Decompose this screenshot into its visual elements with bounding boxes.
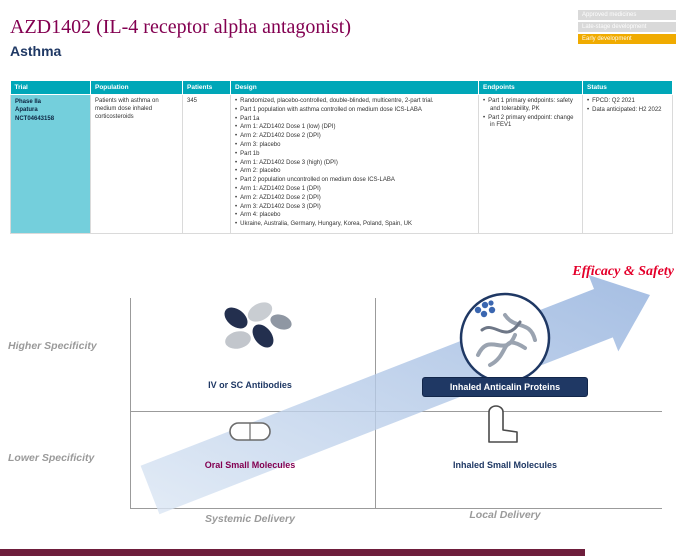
design-bullet: Part 2 population uncontrolled on medium… <box>235 177 448 185</box>
design-bullet: Arm 4: placebo <box>235 212 448 220</box>
footer-accent-bar <box>0 549 585 556</box>
specificity-delivery-diagram: Efficacy & Safety Higher Specificity Low… <box>0 260 682 538</box>
label-inhaled-small-molecules: Inhaled Small Molecules <box>452 459 558 470</box>
stage-legend: Approved medicines Late-stage developmen… <box>578 10 676 46</box>
design-bullet: Arm 2: AZD1402 Dose 2 (DPI) <box>235 133 448 141</box>
design-bullet: Ukraine, Australia, Germany, Hungary, Ko… <box>235 221 448 229</box>
legend-approved-medicines: Approved medicines <box>578 10 676 20</box>
diagram-canvas <box>130 274 662 515</box>
endpoints-bullet-list: Part 1 primary endpoints: safety and tol… <box>483 98 578 130</box>
col-header-patients: Patients <box>182 81 231 95</box>
design-bullet: Arm 3: placebo <box>235 142 448 150</box>
efficacy-safety-headline: Efficacy & Safety <box>572 263 674 279</box>
status-bullet-list: FPCD: Q2 2021Data anticipated: H2 2022 <box>587 98 668 115</box>
design-bullet: Randomized, placebo-controlled, double-b… <box>235 98 448 106</box>
status-bullet: Data anticipated: H2 2022 <box>587 107 668 115</box>
status-cell: FPCD: Q2 2021Data anticipated: H2 2022 <box>582 94 673 234</box>
capsule-icon <box>229 422 271 441</box>
label-iv-sc-antibodies: IV or SC Antibodies <box>208 379 292 390</box>
ligand-dots-icon <box>474 300 496 318</box>
design-bullet: Part 1 population with asthma controlled… <box>235 107 448 115</box>
label-inhaled-anticalin-proteins: Inhaled Anticalin Proteins <box>423 377 587 396</box>
status-bullet: FPCD: Q2 2021 <box>587 98 668 106</box>
patients-cell: 345 <box>182 94 231 234</box>
design-bullet: Arm 2: placebo <box>235 168 448 176</box>
design-bullet: Part 1a <box>235 116 448 124</box>
endpoint-bullet: Part 1 primary endpoints: safety and tol… <box>483 98 578 114</box>
axis-systemic-delivery: Systemic Delivery <box>205 512 295 525</box>
col-header-trial: Trial <box>10 81 91 95</box>
population-cell: Patients with asthma on medium dose inha… <box>90 94 183 234</box>
axis-higher-specificity: Higher Specificity <box>8 339 97 352</box>
endpoint-bullet: Part 2 primary endpoint: change in FEV1 <box>483 115 578 131</box>
col-header-population: Population <box>90 81 183 95</box>
slide-header: AZD1402 (IL-4 receptor alpha antagonist)… <box>0 0 682 59</box>
trial-nct-id: NCT04643158 <box>15 115 55 122</box>
table-header-row: Trial Population Patients Design Endpoin… <box>10 81 673 95</box>
design-bullet: Arm 1: AZD1402 Dose 3 (high) (DPI) <box>235 160 448 168</box>
design-bullet: Arm 1: AZD1402 Dose 1 (DPI) <box>235 186 448 194</box>
label-oral-small-molecules: Oral Small Molecules <box>204 459 296 470</box>
col-header-status: Status <box>582 81 673 95</box>
trial-phase: Phase IIa <box>15 99 42 105</box>
table-row: Phase IIa Apatura NCT04643158 Patients w… <box>10 94 673 234</box>
axis-lower-specificity: Lower Specificity <box>8 451 95 464</box>
legend-late-stage-development: Late-stage development <box>578 22 676 32</box>
trial-table: Trial Population Patients Design Endpoin… <box>10 81 673 234</box>
page-subtitle: Asthma <box>10 43 62 59</box>
design-cell: Randomized, placebo-controlled, double-b… <box>230 94 479 234</box>
design-bullet: Part 1b <box>235 151 448 159</box>
inhaler-icon <box>488 405 518 443</box>
axis-local-delivery: Local Delivery <box>469 508 541 521</box>
page-title: AZD1402 (IL-4 receptor alpha antagonist) <box>10 16 351 38</box>
design-bullet-list: Randomized, placebo-controlled, double-b… <box>235 98 448 229</box>
trial-cell: Phase IIa Apatura NCT04643158 <box>10 94 91 234</box>
legend-early-development: Early development <box>578 34 676 44</box>
antibody-cluster-icon <box>224 302 292 349</box>
design-bullet: Arm 2: AZD1402 Dose 2 (DPI) <box>235 195 448 203</box>
col-header-design: Design <box>230 81 479 95</box>
endpoints-cell: Part 1 primary endpoints: safety and tol… <box>478 94 583 234</box>
design-bullet: Arm 3: AZD1402 Dose 3 (DPI) <box>235 204 448 212</box>
col-header-endpoints: Endpoints <box>478 81 583 95</box>
trial-name: Apatura <box>15 107 38 114</box>
anticalin-protein-icon <box>459 292 551 384</box>
design-bullet: Arm 1: AZD1402 Dose 1 (low) (DPI) <box>235 124 448 132</box>
